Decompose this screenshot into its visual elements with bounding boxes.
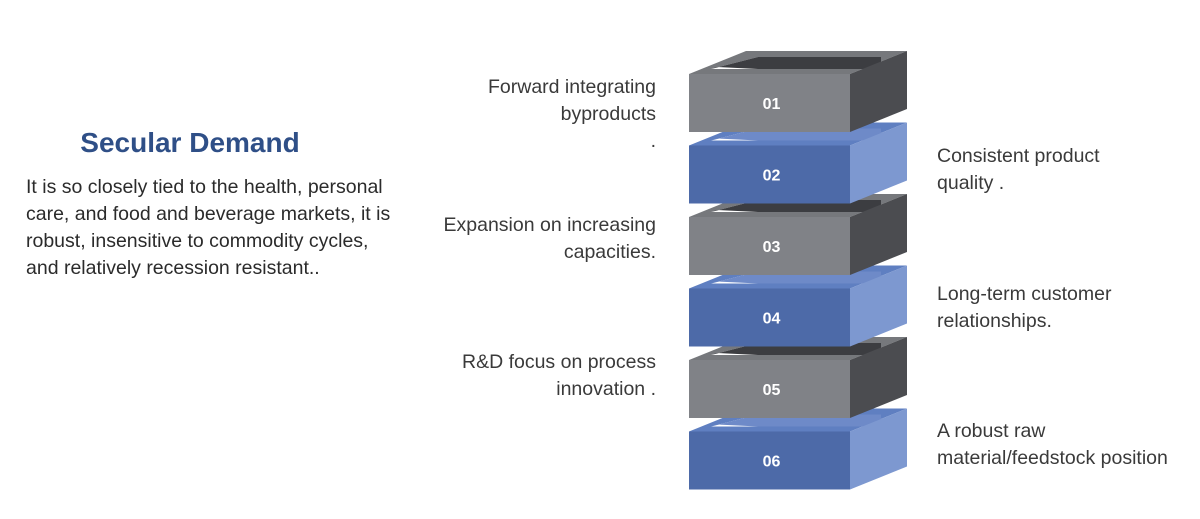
frame-right-face <box>850 122 907 204</box>
page-title: Secular Demand <box>80 127 300 158</box>
frame-front-face <box>689 74 850 132</box>
frame-right-face <box>850 265 907 347</box>
step-label-05: R&D focus on process innovation . <box>461 351 656 400</box>
step-number-04: 04 <box>763 311 781 328</box>
frame-front-face <box>689 431 850 490</box>
frame-front-face <box>689 288 850 347</box>
step-number-01: 01 <box>763 96 781 113</box>
frame-right-face <box>850 408 907 490</box>
frame-04: 04 <box>689 265 907 347</box>
frame-05: 05 <box>689 337 907 418</box>
frame-06: 06 <box>689 408 907 490</box>
step-label-01: Forward integrating byproducts . <box>488 76 656 152</box>
frame-02: 02 <box>689 122 907 204</box>
frame-front-face <box>689 145 850 204</box>
step-label-03: Expansion on increasing capacities. <box>443 214 656 263</box>
frame-front-face <box>689 217 850 275</box>
step-label-02: Consistent product quality . <box>937 145 1100 194</box>
frame-inner-left-wall <box>711 57 758 69</box>
frame-01: 01 <box>689 51 907 132</box>
step-label-06: A robust raw material/feedstock position <box>937 420 1168 469</box>
frame-inner-back-wall <box>758 57 881 69</box>
frame-front-face <box>689 360 850 418</box>
frame-03: 03 <box>689 194 907 275</box>
step-number-02: 02 <box>763 168 781 185</box>
description-text: It is so closely tied to the health, per… <box>26 176 391 279</box>
step-label-04: Long-term customer relationships. <box>937 283 1112 332</box>
step-number-03: 03 <box>763 239 781 256</box>
step-number-05: 05 <box>763 382 781 399</box>
step-number-06: 06 <box>763 454 781 471</box>
frame-right-face <box>850 51 907 132</box>
frame-right-face <box>850 337 907 418</box>
frame-right-face <box>850 194 907 275</box>
